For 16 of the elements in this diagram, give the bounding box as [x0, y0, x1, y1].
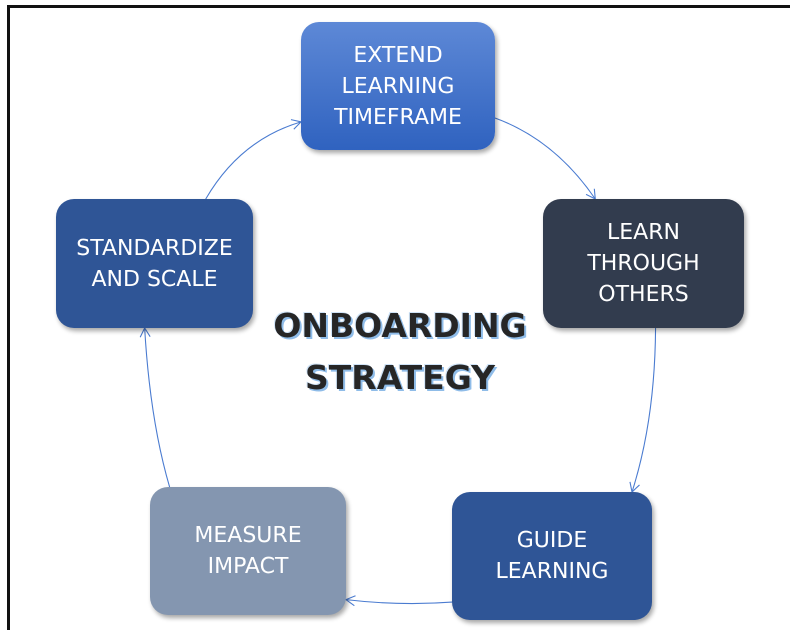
process-box [543, 199, 744, 328]
process-box [150, 487, 346, 615]
box-label: MEASURE IMPACT [193, 522, 303, 581]
center-title: ONBOARDING STRATEGY [272, 305, 528, 399]
arrow [205, 119, 302, 200]
process-box [56, 199, 253, 328]
box-label: EXTEND LEARNING TIMEFRAME [333, 42, 463, 132]
box-label: LEARN THROUGH OTHERS [586, 219, 701, 309]
arrow [629, 328, 656, 493]
box-label: GUIDE LEARNING [494, 527, 610, 586]
box-label: STANDARDIZE AND SCALE [75, 234, 234, 294]
arrow [140, 327, 170, 488]
arrow [345, 595, 452, 606]
process-box [301, 22, 495, 150]
process-box [452, 492, 652, 620]
arrow [494, 117, 596, 200]
